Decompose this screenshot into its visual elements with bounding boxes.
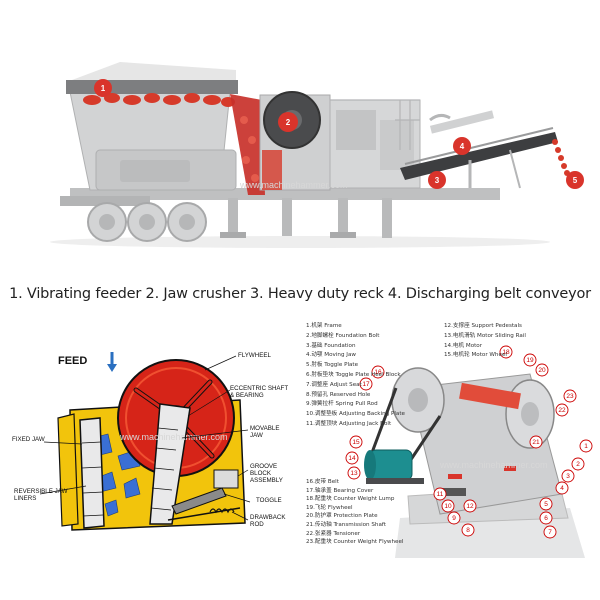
svg-text:16: 16 (374, 369, 382, 376)
rock-chute (230, 94, 265, 195)
chassis-beam (70, 188, 500, 200)
svg-text:18: 18 (502, 349, 510, 356)
svg-text:21: 21 (532, 439, 540, 446)
motor (369, 449, 413, 481)
svg-text:9: 9 (452, 515, 456, 522)
svg-text:23: 23 (566, 393, 574, 400)
label-groove-block: GROOVE BLOCK ASSEMBLY (250, 463, 283, 484)
watermark-right: www.machinehammer.com (439, 460, 548, 470)
svg-text:10: 10 (444, 503, 452, 510)
svg-text:2: 2 (286, 118, 291, 127)
label-drawback-rod: DRAWBACK ROD (250, 514, 286, 528)
callout-5: 5 (566, 171, 584, 189)
discharge-conveyor (400, 132, 558, 180)
feeder-top (66, 80, 238, 94)
callout-1: 1 (94, 79, 112, 97)
wheels (87, 202, 207, 242)
parts-legend-bottom: 16.皮带 Belt 17.轴承盖 Bearing Cover 18.配重块 C… (306, 479, 404, 546)
label-reversible-jaw-liners: REVERSIBLE JAW LINERS (14, 488, 68, 502)
callout-2: 2 (278, 112, 298, 132)
motor-rail (366, 478, 424, 484)
part-number-markers (345, 345, 593, 539)
svg-text:1: 1 (101, 84, 106, 93)
jaw-crusher-section-diagram: www.machinehammer.com (39, 352, 251, 531)
svg-text:4: 4 (560, 485, 564, 492)
watermark-top: www.machinehammer.com (239, 180, 348, 190)
parts-legend-right: 12.支撑座 Support Pedestals 13.电机滑轨 Motor S… (444, 323, 526, 359)
fixed-jaw (79, 417, 105, 529)
mobile-crusher-illustration: www.machinehammer.com 1 2 3 4 5 (50, 62, 584, 248)
transmission-shaft (459, 382, 521, 410)
svg-text:11: 11 (437, 491, 444, 498)
movable-jaw (149, 403, 191, 525)
label-eccentric-shaft: ECCENTRIC SHAFT & BEARING (230, 385, 288, 399)
jaw-crusher-parts-diagram: www.machinehammer.com 1 2 3 4 5 6 7 8 9 … (345, 345, 593, 558)
svg-text:7: 7 (548, 529, 552, 536)
parts-legend-left: 1.机架 Frame 2.地脚螺栓 Foundation Bolt 3.基础 F… (306, 323, 405, 427)
svg-text:4: 4 (460, 142, 465, 151)
label-flywheel: FLYWHEEL (238, 352, 271, 359)
watermark-left: www.machinehammer.com (119, 432, 228, 442)
toggle-plate (171, 487, 227, 515)
svg-text:22: 22 (558, 407, 566, 414)
callout-3: 3 (428, 171, 446, 189)
drawback-rod (167, 507, 241, 521)
svg-text:3: 3 (566, 473, 570, 480)
svg-text:3: 3 (435, 176, 440, 185)
svg-text:1: 1 (584, 443, 588, 450)
railing (330, 99, 420, 150)
feeder-rocks (83, 93, 235, 107)
svg-text:15: 15 (352, 439, 360, 446)
groove-block (213, 469, 239, 489)
svg-text:6: 6 (544, 515, 548, 522)
svg-text:14: 14 (348, 455, 356, 462)
label-fixed-jaw: FIXED JAW (12, 436, 45, 443)
feed-arrow-icon (107, 352, 117, 372)
svg-text:19: 19 (526, 357, 534, 364)
svg-text:5: 5 (573, 176, 578, 185)
spring-icon (209, 508, 235, 514)
svg-text:17: 17 (362, 381, 370, 388)
svg-text:20: 20 (538, 367, 546, 374)
label-movable-jaw: MOVABLE JAW (250, 425, 280, 439)
component-caption: 1. Vibrating feeder 2. Jaw crusher 3. He… (9, 286, 591, 302)
svg-text:8: 8 (466, 527, 470, 534)
feed-label: FEED (58, 355, 88, 367)
svg-text:2: 2 (576, 461, 580, 468)
label-toggle: TOGGLE (256, 497, 282, 504)
svg-text:13: 13 (350, 470, 358, 477)
falling-rocks (552, 139, 570, 176)
svg-text:12: 12 (466, 503, 474, 510)
callout-4: 4 (453, 137, 471, 155)
svg-text:5: 5 (544, 501, 548, 508)
